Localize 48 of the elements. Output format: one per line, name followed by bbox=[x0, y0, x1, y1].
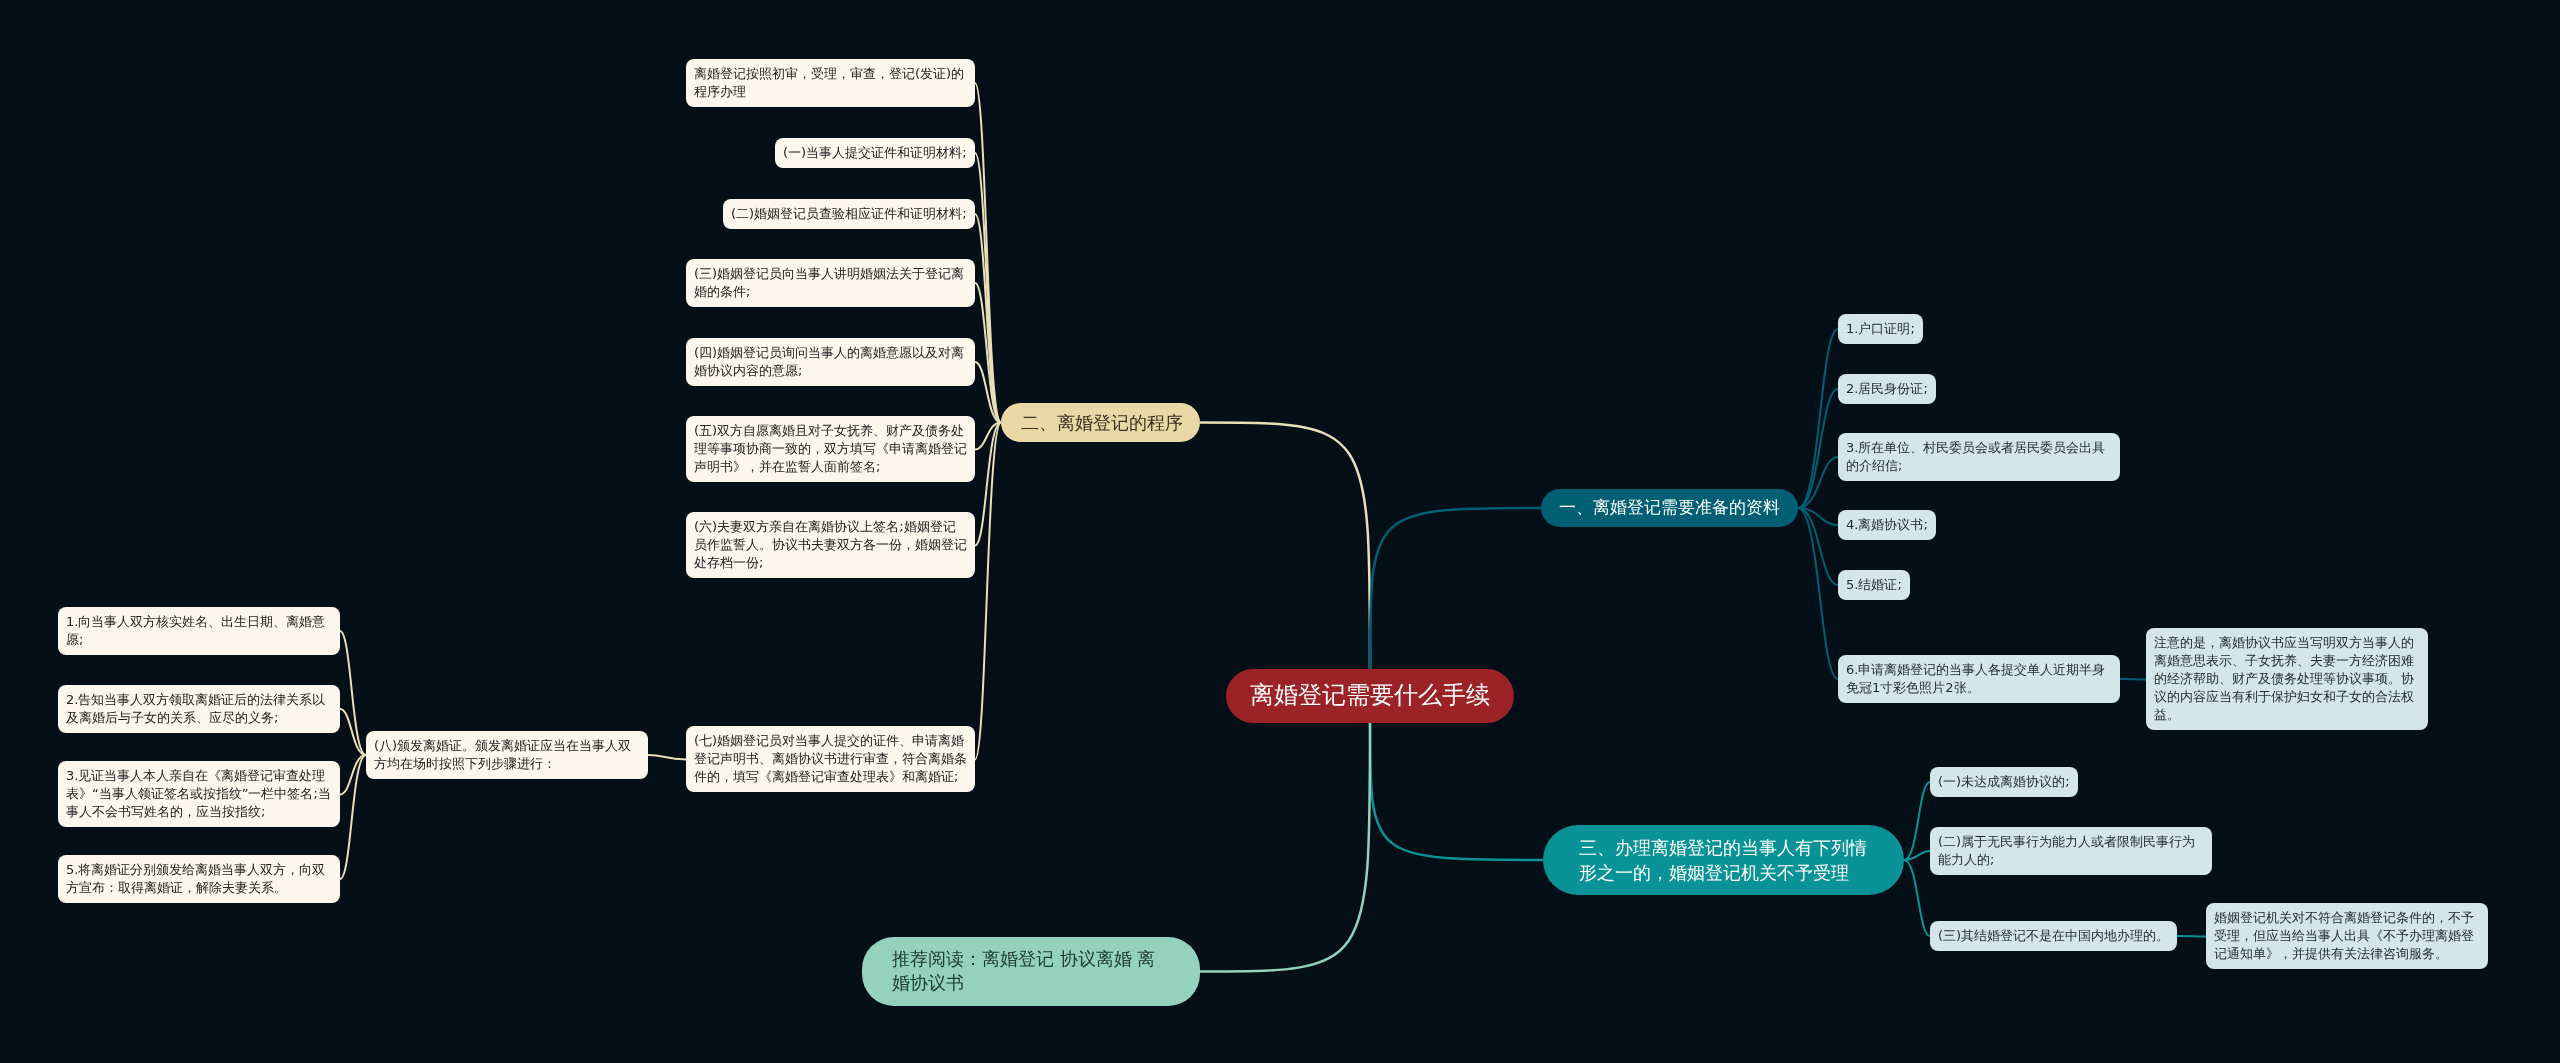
text-card: (四)婚姻登记员询问当事人的离婚意愿以及对离婚协议内容的意愿; bbox=[686, 338, 975, 387]
text-card: (三)婚姻登记员向当事人讲明婚姻法关于登记离婚的条件; bbox=[686, 259, 975, 308]
branch-line bbox=[1797, 507, 1839, 586]
text-card: 婚姻登记机关对不符合离婚登记条件的，不予受理，但应当给当事人出具《不予办理离婚登记通知单》，并提供有关法律咨询服务。 bbox=[2206, 902, 2488, 970]
text-card: 注意的是，离婚协议书应当写明双方当事人的离婚意思表示、子女抚养、夫妻一方经济困难的经济帮助、财产及债务处理等协议事项。协议的内容应当有利于保护妇女和子女的合法权益。 bbox=[2146, 627, 2428, 731]
branch-line bbox=[339, 630, 367, 756]
branch-line bbox=[1903, 781, 1931, 861]
topic-pill: 二、离婚登记的程序 bbox=[1001, 402, 1200, 442]
text-card: 1.户口证明; bbox=[1838, 314, 1923, 345]
branch-line bbox=[974, 421, 1002, 451]
text-card: (三)其结婚登记不是在中国内地办理的。 bbox=[1930, 921, 2178, 952]
branch-line bbox=[1797, 507, 1839, 680]
branch-line bbox=[2119, 678, 2147, 681]
branch-line bbox=[974, 421, 1002, 547]
text-card: (一)当事人提交证件和证明材料; bbox=[775, 138, 975, 169]
text-card: (五)双方自愿离婚且对子女抚养、财产及债务处理等事项协商一致的，双方填写《申请离婚登记声明书》，并在监誓人面前签名; bbox=[686, 415, 975, 483]
text-card: (六)夫妻双方亲自在离婚协议上签名;婚姻登记员作监誓人。协议书夫妻双方各一份，婚姻登记处存档一份; bbox=[686, 511, 975, 579]
text-card: 3.见证当事人本人亲自在《离婚登记审查处理表》“当事人领证签名或按指纹”一栏中签名;当事人不会书写姓名的，应当按指纹; bbox=[58, 760, 340, 828]
text-card: 5.结婚证; bbox=[1838, 570, 1910, 601]
branch-line bbox=[974, 421, 1002, 761]
branch-line bbox=[1200, 723, 1372, 973]
branch-line bbox=[339, 754, 367, 796]
branch-line bbox=[974, 361, 1002, 424]
text-card: (二)婚姻登记员查验相应证件和证明材料; bbox=[723, 199, 975, 230]
branch-line bbox=[339, 708, 367, 756]
branch-line bbox=[339, 754, 367, 880]
text-card: (二)属于无民事行为能力人或者限制民事行为能力人的; bbox=[1930, 827, 2212, 876]
topic-pill: 推荐阅读：离婚登记 协议离婚 离婚协议书 bbox=[862, 936, 1200, 1006]
text-card: 3.所在单位、村民委员会或者居民委员会出具的介绍信; bbox=[1838, 433, 2120, 482]
text-card: (一)未达成离婚协议的; bbox=[1930, 767, 2078, 798]
text-card: 2.居民身份证; bbox=[1838, 374, 1936, 405]
topic-pill: 离婚登记需要什么手续 bbox=[1226, 669, 1514, 723]
text-card: (七)婚姻登记员对当事人提交的证件、申请离婚登记声明书、离婚协议书进行审查，符合离婚条件的，填写《离婚登记审查处理表》和离婚证; bbox=[686, 725, 975, 793]
branch-line bbox=[1903, 850, 1931, 861]
branch-line bbox=[1797, 388, 1839, 509]
text-card: 2.告知当事人双方领取离婚证后的法律关系以及离婚后与子女的关系、应尽的义务; bbox=[58, 685, 340, 734]
text-card: 4.离婚协议书; bbox=[1838, 510, 1936, 541]
branch-line bbox=[647, 754, 687, 761]
text-card: 6.申请离婚登记的当事人各提交单人近期半身免冠1寸彩色照片2张。 bbox=[1838, 655, 2120, 704]
text-card: 5.将离婚证分别颁发给离婚当事人双方，向双方宣布：取得离婚证，解除夫妻关系。 bbox=[58, 855, 340, 904]
text-card: (八)颁发离婚证。颁发离婚证应当在当事人双方均在场时按照下列步骤进行： bbox=[366, 731, 648, 780]
branch-line bbox=[1903, 859, 1931, 937]
topic-pill: 三、办理离婚登记的当事人有下列情形之一的，婚姻登记机关不予受理 bbox=[1543, 825, 1904, 896]
text-card: 1.向当事人双方核实姓名、出生日期、离婚意愿; bbox=[58, 607, 340, 656]
topic-pill: 一、离婚登记需要准备的资料 bbox=[1541, 489, 1798, 527]
branch-line bbox=[1368, 506, 1541, 669]
branch-line bbox=[2176, 935, 2207, 938]
text-card: 离婚登记按照初审，受理，审查，登记(发证)的程序办理 bbox=[686, 59, 975, 108]
